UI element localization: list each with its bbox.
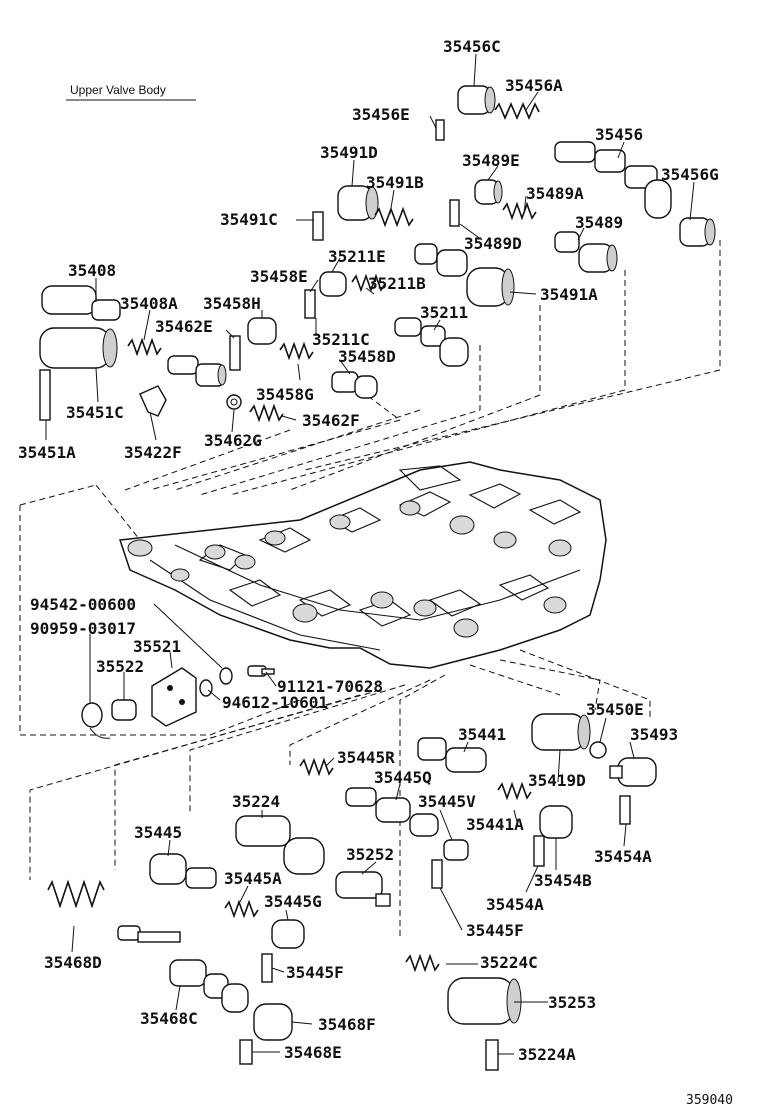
- part-label: 35224: [232, 792, 280, 811]
- part-label: 35419D: [528, 771, 586, 790]
- section-title-text: Upper Valve Body: [70, 83, 166, 97]
- part-label: 90959-03017: [30, 619, 136, 638]
- part-label: 35211B: [368, 274, 426, 293]
- part-label: 35441: [458, 725, 506, 744]
- part-label: 35458G: [256, 385, 314, 404]
- part-label: 91121-70628: [277, 677, 383, 696]
- part-label: 35468C: [140, 1009, 198, 1028]
- part-label: 35422F: [124, 443, 182, 462]
- part-label: 35445F: [286, 963, 344, 982]
- part-label: 35468F: [318, 1015, 376, 1034]
- part-label: 35489: [575, 213, 623, 232]
- part-label: 35493: [630, 725, 678, 744]
- part-label: 35451A: [18, 443, 76, 462]
- retainer-icon: [81, 665, 275, 739]
- diagram-code: 359040: [686, 1093, 733, 1108]
- part-label: 35211: [420, 303, 468, 322]
- part-label: 35454A: [594, 847, 652, 866]
- part-label: 35454A: [486, 895, 544, 914]
- part-label: 35458D: [338, 347, 396, 366]
- part-label: 35462E: [155, 317, 213, 336]
- part-label: 35489E: [462, 151, 520, 170]
- part-label: 35445F: [466, 921, 524, 940]
- part-label: 35491C: [220, 210, 278, 229]
- part-label: 35468E: [284, 1043, 342, 1062]
- part-label: 35408: [68, 261, 116, 280]
- part-label: 35252: [346, 845, 394, 864]
- part-label: 35408A: [120, 294, 178, 313]
- part-label: 35224A: [518, 1045, 576, 1064]
- part-label: 35491B: [366, 173, 424, 192]
- part-label: 35450E: [586, 700, 644, 719]
- part-label: 35211C: [312, 330, 370, 349]
- valve-spool-icon: [229, 271, 469, 399]
- valve-spool-icon: [435, 85, 716, 247]
- part-label: 35224C: [480, 953, 538, 972]
- part-label: 35456C: [443, 37, 501, 56]
- part-label: 35489D: [464, 234, 522, 253]
- part-label: 35211E: [328, 247, 386, 266]
- valve-body-icon: [118, 461, 607, 669]
- valve-spool-icon: [47, 713, 657, 1071]
- part-labels: 35456C 35456A 35456E 35456 35456G 35491D…: [18, 37, 719, 1064]
- part-label: 35456E: [352, 105, 410, 124]
- part-label: 35462G: [204, 431, 262, 450]
- part-label: 35456A: [505, 76, 563, 95]
- part-label: 35445A: [224, 869, 282, 888]
- part-label: 35489A: [526, 184, 584, 203]
- part-label: 35445R: [337, 748, 395, 767]
- part-label: 35445Q: [374, 768, 432, 787]
- part-label: 35445: [134, 823, 182, 842]
- part-label: 35253: [548, 993, 596, 1012]
- assembly-leader-lines: [19, 240, 721, 940]
- part-label: 35458H: [203, 294, 261, 313]
- part-label: 94542-00600: [30, 595, 136, 614]
- part-label: 35456: [595, 125, 643, 144]
- valve-spool-icon: [312, 179, 618, 307]
- part-label: 35522: [96, 657, 144, 676]
- part-label: 35454B: [534, 871, 592, 890]
- part-label: 35451C: [66, 403, 124, 422]
- part-label: 35445G: [264, 892, 322, 911]
- part-label: 35458E: [250, 267, 308, 286]
- part-label: 94612-10601: [222, 693, 328, 712]
- part-label: 35521: [133, 637, 181, 656]
- section-title: Upper Valve Body: [66, 83, 196, 101]
- label-leader-lines: [45, 53, 695, 1055]
- part-label: 35456G: [661, 165, 719, 184]
- part-label: 35445V: [418, 792, 476, 811]
- part-label: 35491D: [320, 143, 378, 162]
- part-label: 35491A: [540, 285, 598, 304]
- part-label: 35462F: [302, 411, 360, 430]
- part-label: 35468D: [44, 953, 102, 972]
- valve-spool-icon: [39, 285, 284, 423]
- part-label: 35441A: [466, 815, 524, 834]
